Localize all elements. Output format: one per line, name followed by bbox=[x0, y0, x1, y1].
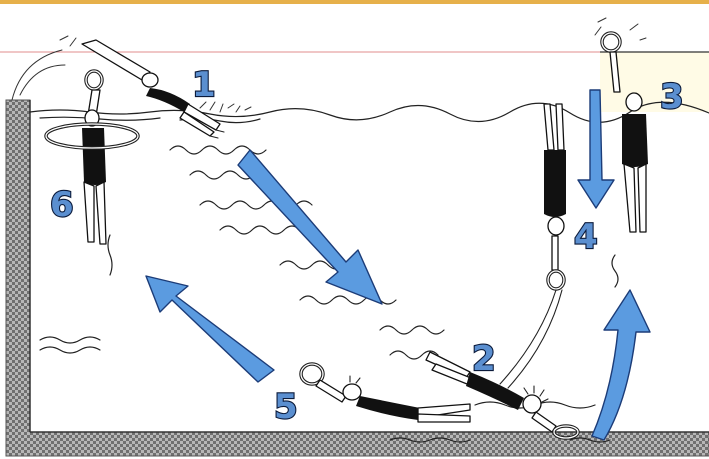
background bbox=[0, 0, 709, 53]
diver-3-figure bbox=[600, 31, 648, 233]
diver-4-figure bbox=[543, 103, 566, 291]
step-number-4: 4 bbox=[574, 217, 598, 257]
arrow-icon bbox=[145, 275, 275, 383]
splash bbox=[11, 17, 647, 113]
diver-5-figure bbox=[299, 362, 471, 423]
step-number-5: 5 bbox=[274, 387, 298, 427]
step-number-1: 1 bbox=[192, 65, 216, 105]
diver-2-figure bbox=[425, 289, 580, 440]
step-number-3: 3 bbox=[660, 77, 684, 117]
arrow-icon bbox=[577, 89, 615, 209]
arrow-icon bbox=[591, 289, 651, 441]
arrow-icon bbox=[237, 149, 383, 305]
diver-6-figure bbox=[44, 69, 140, 245]
step-number-2: 2 bbox=[472, 339, 496, 379]
diver-1-figure bbox=[81, 39, 225, 139]
step-number-6: 6 bbox=[50, 185, 74, 225]
